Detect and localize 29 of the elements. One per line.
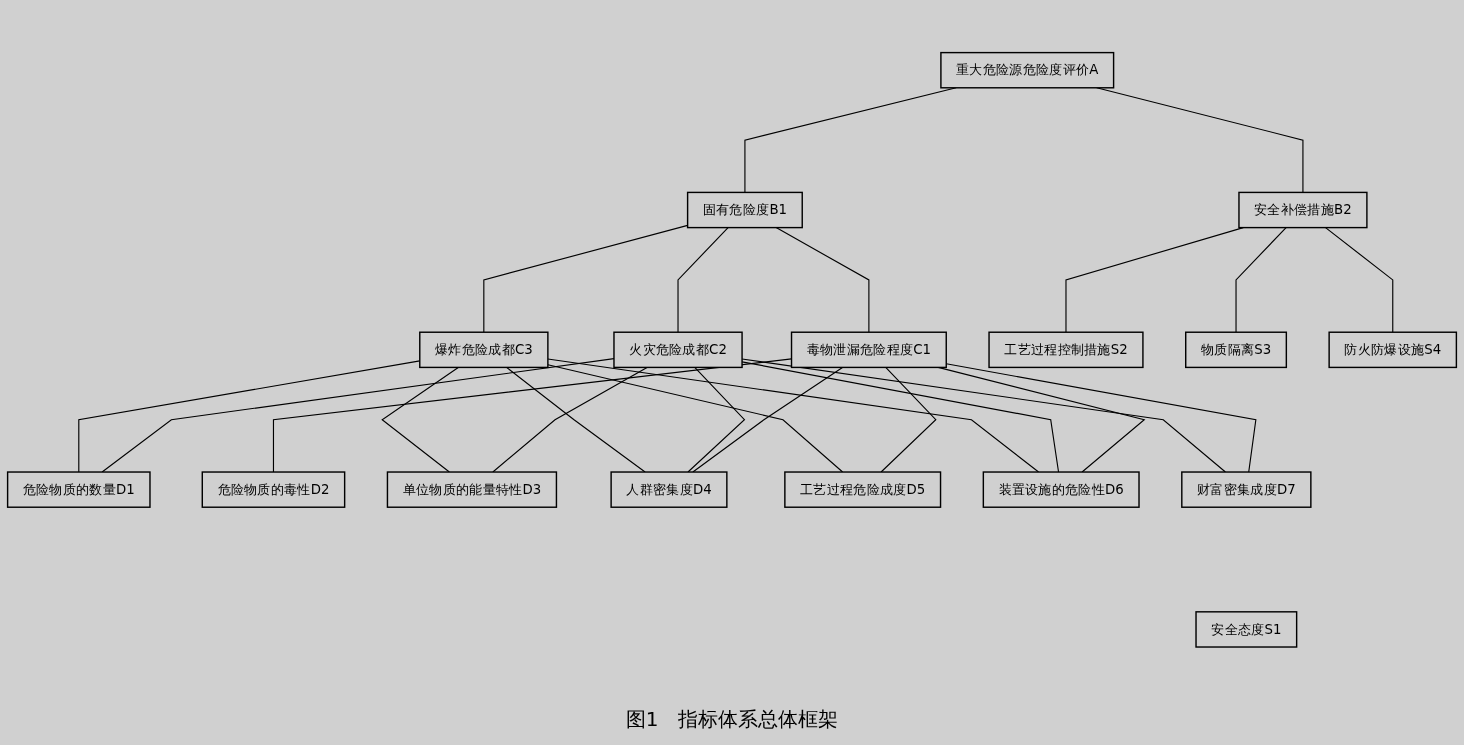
- node-box: 防火防爆设施S4: [1328, 331, 1458, 369]
- connector: [687, 367, 746, 473]
- node-box: 工艺过程控制措施S2: [988, 331, 1144, 369]
- connector: [547, 364, 844, 473]
- node-box: 装置设施的危险性D6: [982, 471, 1140, 509]
- connector: [775, 227, 870, 333]
- node-box: 工艺过程危险成度D5: [784, 471, 942, 509]
- connector: [677, 227, 729, 333]
- connector: [381, 367, 459, 473]
- connector: [1065, 227, 1244, 333]
- node-box: 人群密集度D4: [610, 471, 728, 509]
- connector: [692, 367, 844, 473]
- connector: [880, 367, 937, 473]
- node-box: 爆炸危险成都C3: [419, 331, 549, 369]
- connector: [1235, 227, 1287, 333]
- node-box: 安全态度S1: [1195, 611, 1298, 648]
- node-box: 毒物泄漏危险程度C1: [790, 331, 947, 369]
- node-box: 单位物质的能量特性D3: [386, 471, 558, 509]
- node-box: 危险物质的数量D1: [6, 471, 151, 509]
- node-box: 安全补偿措施B2: [1238, 191, 1368, 229]
- connector: [547, 358, 1040, 473]
- figure-caption: 图1 指标体系总体框架: [625, 706, 839, 733]
- connector: [1324, 227, 1394, 333]
- node-box: 火灾危险成都C2: [613, 331, 743, 369]
- node-box: 物质隔离S3: [1185, 331, 1288, 369]
- node-box: 危险物质的毒性D2: [201, 471, 346, 509]
- node-box: 固有危险度B1: [686, 191, 803, 229]
- node-box: 财富密集成度D7: [1181, 471, 1312, 509]
- node-box: 重大危险源危险度评价A: [940, 52, 1115, 89]
